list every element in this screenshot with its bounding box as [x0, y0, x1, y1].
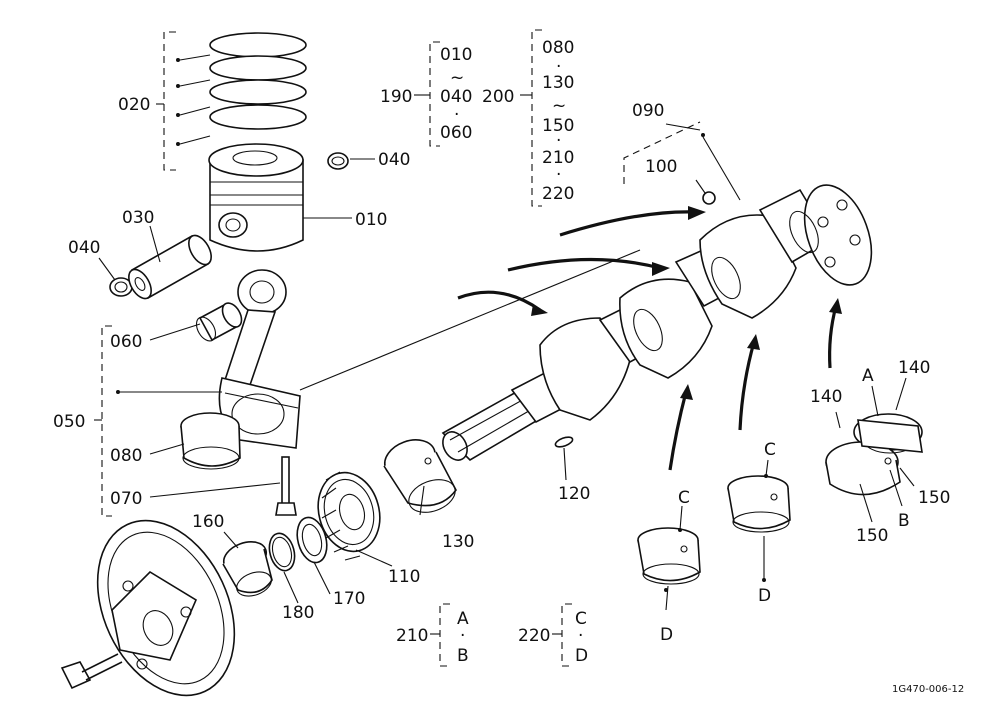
label-140-right: 140: [898, 358, 930, 378]
label-030: 030: [122, 208, 154, 228]
label-120: 120: [558, 484, 590, 504]
group190-item-2: 040: [440, 87, 472, 107]
small-end-bushing: [195, 302, 243, 342]
letter-c-2: C: [764, 440, 776, 460]
bracket-050: [94, 325, 222, 517]
group210-item-1: ·: [460, 626, 465, 646]
crankshaft-gear: [317, 471, 381, 561]
steel-ball: [702, 191, 716, 205]
group200-item-6: 210: [542, 148, 574, 168]
part-labels: 020 040 010 030 040 060 050 080 070 160 …: [53, 87, 950, 646]
label-150-left: 150: [856, 526, 888, 546]
label-010: 010: [355, 210, 387, 230]
group210-item-0: A: [457, 609, 469, 629]
group200-item-5: ·: [556, 131, 561, 151]
label-070: 070: [110, 489, 142, 509]
group210-item-2: B: [457, 646, 469, 666]
crankshaft: [441, 184, 873, 462]
bracket-190: [414, 41, 440, 147]
label-090: 090: [632, 101, 664, 121]
group-210-list: A · B: [457, 609, 469, 666]
label-160: 160: [192, 512, 224, 532]
bracket-220: [552, 603, 572, 667]
piston-pin: [128, 234, 212, 300]
piston-rings: [209, 32, 307, 130]
label-130: 130: [442, 532, 474, 552]
label-200: 200: [482, 87, 514, 107]
crankshaft-collar: [222, 541, 273, 597]
label-170: 170: [333, 589, 365, 609]
drawing-code: 1G470-006-12: [892, 684, 964, 695]
group200-item-3: ~: [552, 96, 566, 116]
label-190: 190: [380, 87, 412, 107]
bearing-letters: A B C D C D: [660, 366, 910, 645]
crankshaft-key: [554, 436, 574, 448]
assembly-arrows: [457, 206, 842, 471]
label-040-right: 040: [378, 150, 410, 170]
group220-item-2: D: [575, 646, 588, 666]
group220-item-0: C: [575, 609, 587, 629]
letter-c-1: C: [678, 488, 690, 508]
group190-item-4: 060: [440, 123, 472, 143]
label-020: 020: [118, 95, 150, 115]
label-150-right: 150: [918, 488, 950, 508]
group200-item-7: ·: [556, 165, 561, 185]
group-200-list: 080 · 130 ~ 150 · 210 · 220: [542, 38, 574, 204]
label-220: 220: [518, 626, 550, 646]
bracket-210: [430, 603, 450, 667]
group-190-list: 010 ~ 040 · 060: [440, 45, 472, 143]
label-180: 180: [282, 603, 314, 623]
label-050: 050: [53, 412, 85, 432]
thrust-washer-170: [296, 516, 328, 564]
main-bearing-lower: [727, 475, 791, 533]
letter-b: B: [898, 511, 910, 531]
bracket-090: [623, 121, 741, 201]
group200-item-8: 220: [542, 184, 574, 204]
group-220-list: C · D: [575, 609, 588, 666]
piston: [208, 143, 304, 252]
rod-bolt: [275, 456, 297, 516]
label-060: 060: [110, 332, 142, 352]
snap-ring-right: [327, 152, 349, 170]
group190-item-0: 010: [440, 45, 472, 65]
label-210: 210: [396, 626, 428, 646]
bracket-200: [520, 29, 542, 207]
label-040-left: 040: [68, 238, 100, 258]
group200-item-0: 080: [542, 38, 574, 58]
label-080: 080: [110, 446, 142, 466]
letter-d-1: D: [660, 625, 673, 645]
label-100: 100: [645, 157, 677, 177]
letter-d-2: D: [758, 586, 771, 606]
group220-item-1: ·: [578, 626, 583, 646]
front-bearing-bushing: [383, 439, 457, 513]
leader-lines: [98, 123, 915, 611]
rear-main-bearing-set: [825, 413, 923, 496]
o-ring: [268, 532, 296, 572]
group190-item-1: ~: [450, 68, 464, 88]
group200-item-1: ·: [556, 57, 561, 77]
label-140-left: 140: [810, 387, 842, 407]
group190-item-3: ·: [454, 105, 459, 125]
snap-ring-left: [109, 277, 133, 297]
bracket-020: [156, 31, 211, 171]
crankpin-bearing: [180, 412, 241, 470]
group200-item-2: 130: [542, 73, 574, 93]
crankshaft-pulley: [60, 519, 236, 697]
main-bearing-upper: [637, 527, 701, 585]
label-110: 110: [388, 567, 420, 587]
letter-a: A: [862, 366, 874, 386]
group200-item-4: 150: [542, 116, 574, 136]
